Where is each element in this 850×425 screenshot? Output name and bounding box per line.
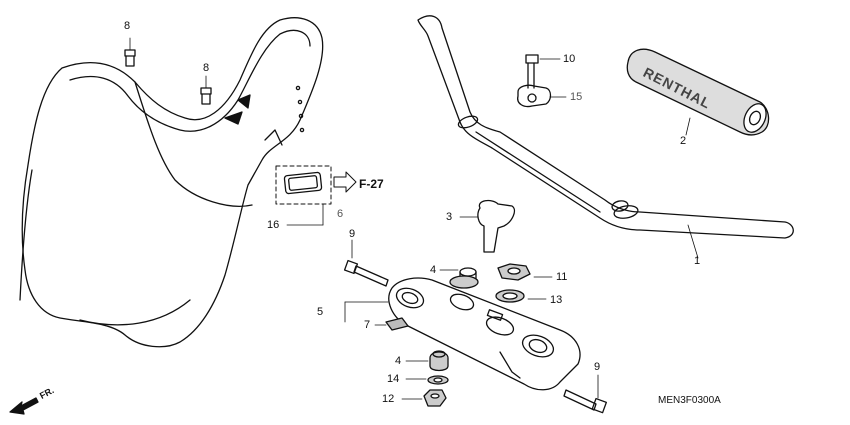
callout-4a: 4 <box>430 264 437 276</box>
callout-8a: 8 <box>124 20 131 32</box>
bolt-9b <box>563 374 607 414</box>
nut-12 <box>401 389 447 407</box>
nut-11 <box>497 263 553 281</box>
callout-1: 1 <box>694 255 701 267</box>
callout-5: 5 <box>317 306 324 318</box>
callout-8b: 8 <box>203 62 210 74</box>
callout-13: 13 <box>550 294 563 306</box>
callout-4b: 4 <box>395 355 402 367</box>
bar-pad <box>626 48 770 136</box>
callout-3: 3 <box>446 211 453 223</box>
top-bridge <box>344 277 581 391</box>
callout-10: 10 <box>563 53 576 65</box>
number-plate <box>19 17 324 348</box>
holder-3 <box>459 199 516 253</box>
bolt-10 <box>525 54 561 89</box>
bolt-8b <box>200 75 212 105</box>
bolt-9a <box>343 239 389 287</box>
callout-14: 14 <box>387 373 400 385</box>
callout-6: 6 <box>337 208 344 220</box>
diagram-code: MEN3F0300A <box>658 395 721 406</box>
holder-15 <box>517 84 567 108</box>
bolt-8a <box>124 37 136 67</box>
callout-9b: 9 <box>594 361 601 373</box>
nut-4b <box>405 350 449 372</box>
callout-11: 11 <box>556 271 568 283</box>
callout-9a: 9 <box>349 228 356 240</box>
plate-7 <box>374 317 409 331</box>
handlebar <box>417 15 794 259</box>
nut-4a <box>439 267 479 289</box>
washer-13 <box>495 289 547 303</box>
reference-f27: F-27 <box>359 177 384 191</box>
washer-14 <box>405 375 449 385</box>
callout-15: 15 <box>570 91 583 103</box>
callout-12: 12 <box>382 393 395 405</box>
callout-7: 7 <box>364 319 371 331</box>
callout-2: 2 <box>680 135 687 147</box>
callout-16: 16 <box>267 219 280 231</box>
front-direction-arrow <box>9 397 39 415</box>
seal-6-group <box>275 165 357 226</box>
